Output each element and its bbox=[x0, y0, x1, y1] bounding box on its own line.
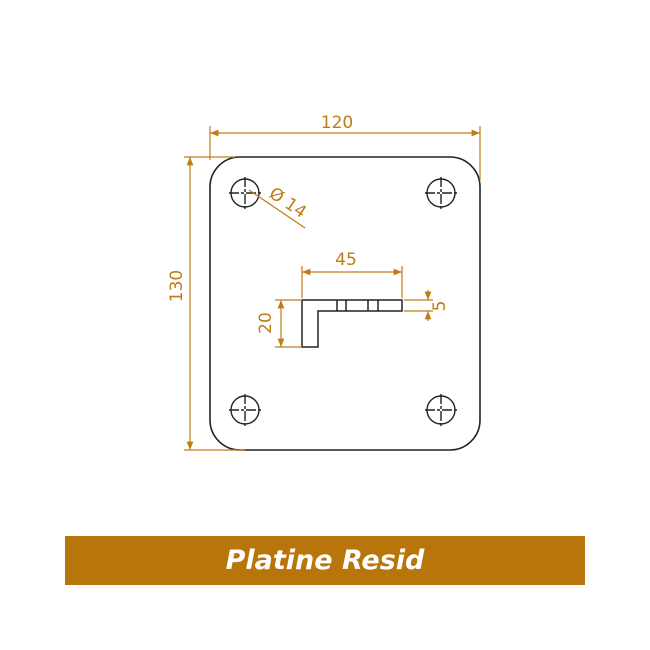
hook-length-label: 45 bbox=[335, 250, 357, 270]
banner-title: Platine Resid bbox=[225, 545, 425, 576]
hook-thickness-label: 5 bbox=[430, 301, 450, 312]
hook-length-dimension bbox=[301, 266, 403, 298]
mounting-hole-top-right bbox=[425, 177, 457, 209]
hole-diameter-leader bbox=[248, 189, 306, 229]
mounting-hole-bottom-left bbox=[229, 394, 261, 426]
hook-outline bbox=[301, 299, 403, 348]
mounting-hole-bottom-right bbox=[425, 394, 457, 426]
width-dimension bbox=[209, 126, 481, 180]
technical-drawing: 120 130 Ø 14 45 20 5 bbox=[167, 113, 481, 451]
mounting-hole-top-left bbox=[229, 177, 261, 209]
width-dimension-label: 120 bbox=[321, 113, 353, 133]
height-dimension-label: 130 bbox=[167, 270, 187, 302]
hook-height-dimension bbox=[275, 299, 302, 348]
plate-outline bbox=[209, 156, 481, 451]
title-banner: Platine Resid bbox=[65, 536, 585, 585]
height-dimension bbox=[184, 156, 245, 451]
hook-height-label: 20 bbox=[256, 312, 276, 334]
hook-thickness-dimension bbox=[404, 290, 433, 321]
